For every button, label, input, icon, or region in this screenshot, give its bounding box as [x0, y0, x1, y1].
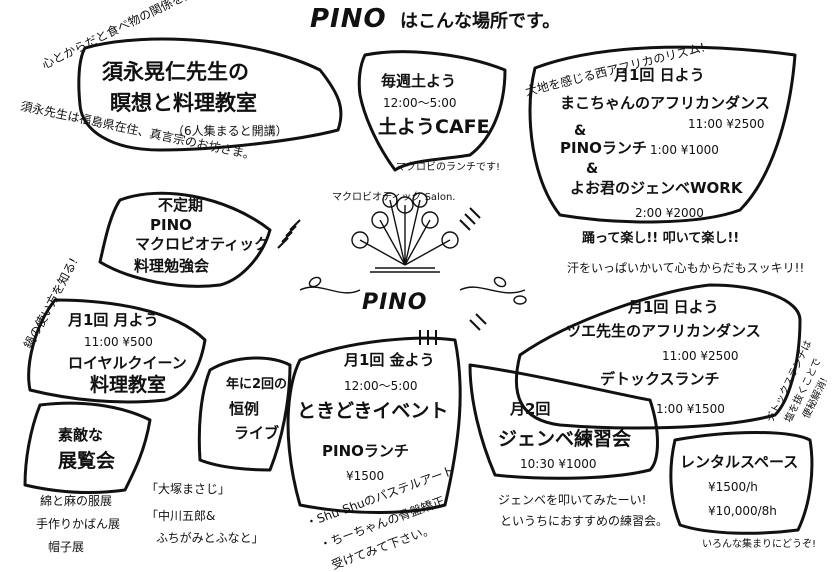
rental-detail2: ¥10,000/8h: [708, 504, 777, 518]
leaf-tsue: [514, 283, 802, 430]
exhibit-list3: 帽子展: [48, 540, 85, 554]
meditation-teacher: 須永晃仁先生の: [102, 60, 249, 84]
leaf-meditation: [77, 37, 343, 152]
african-line3-detail: 2:00 ¥2000: [635, 206, 704, 220]
african-amp2: &: [586, 161, 599, 177]
live-performer2: 「中川五郎&: [146, 509, 216, 523]
leaf-royal: [27, 298, 207, 404]
live-performer1: 「大塚まさじ」: [146, 482, 231, 496]
djembe-bottom2: というちにおすすめの練習会。: [500, 514, 669, 528]
african-line2-detail: 1:00 ¥1000: [650, 143, 719, 157]
center-plant-illustration: [351, 192, 459, 273]
event-price: ¥1500: [346, 469, 385, 483]
live-line3: ライブ: [234, 424, 280, 442]
rental-note: いろんな集まりにどうぞ!: [702, 539, 817, 550]
leaf-exhibit: [23, 401, 152, 494]
connector-dashes: [277, 207, 487, 345]
leaf-djembe: [468, 363, 659, 480]
rental-title: レンタルスペース: [680, 453, 799, 471]
djembe-schedule: 月2回: [510, 400, 551, 418]
african-line1: まこちゃんのアフリカンダンス: [560, 94, 770, 112]
event-lunch: PINOランチ: [322, 442, 409, 460]
center-pino-logo: PINO: [362, 290, 428, 315]
meditation-note: （6人集まると開講）: [172, 124, 288, 138]
tsue-title: ツエ先生のアフリカンダンス: [566, 322, 761, 340]
decorative-vines: [299, 276, 527, 305]
leaf-study: [98, 191, 272, 288]
tsue-lunch: デトックスランチ: [600, 370, 720, 388]
royal-detail: 11:00 ¥500: [84, 335, 153, 349]
leaf-cafe: [357, 50, 507, 172]
cafe-schedule: 毎週土よう: [381, 72, 457, 90]
rental-detail1: ¥1500/h: [708, 480, 758, 494]
royal-title1: ロイヤルクイーン: [68, 354, 187, 372]
african-line1-detail: 11:00 ¥2500: [688, 117, 765, 131]
royal-schedule: 月1回 月よう: [68, 311, 159, 329]
leaf-rental: [669, 431, 814, 535]
african-line3: よお君のジェンベWORK: [570, 179, 743, 197]
pino-logo-header: PINO: [310, 4, 387, 34]
djembe-detail: 10:30 ¥1000: [520, 457, 597, 471]
header-tagline: はこんな場所です。: [400, 11, 561, 32]
cafe-note: マクロビのランチです!: [396, 162, 501, 173]
study-pino: PINO: [150, 216, 192, 234]
royal-title2: 料理教室: [90, 374, 167, 396]
event-title: ときどきイベント: [297, 400, 449, 422]
study-title: 料理勉強会: [134, 257, 210, 275]
meditation-title: 瞑想と料理教室: [110, 91, 257, 115]
live-line1: 年に2回の: [226, 377, 288, 392]
leaf-live: [197, 356, 292, 472]
cafe-title: 土ようCAFE: [378, 116, 490, 138]
leaf-event: [286, 336, 462, 514]
djembe-title: ジェンベ練習会: [498, 428, 632, 450]
live-line2: 恒例: [229, 400, 260, 418]
exhibit-list2: 手作りかばん展: [36, 517, 121, 531]
event-time: 12:00〜5:00: [344, 379, 418, 393]
study-frequency: 不定期: [158, 196, 204, 214]
cafe-time: 12:00〜5:00: [383, 96, 457, 110]
tsue-detail: 11:00 ¥2500: [662, 349, 739, 363]
african-line2: PINOランチ: [560, 139, 647, 157]
leaf-african-dance: [528, 45, 797, 224]
djembe-bottom1: ジェンベを叩いてみたーい!: [498, 493, 647, 507]
african-bottom-note: 踊って楽し!! 叩いて楽し!!: [582, 231, 740, 246]
study-macrobiotic: マクロビオティック: [135, 235, 270, 253]
african-amp1: &: [574, 123, 587, 139]
african-bottom-note2: 汗をいっぱいかいて心もからだもスッキリ!!: [567, 261, 805, 275]
african-schedule: 月1回 日よう: [614, 66, 705, 84]
exhibit-list1: 綿と麻の服展: [40, 494, 113, 508]
center-salon-label: マクロビオティック Salon.: [332, 192, 456, 203]
exhibit-line2: 展覧会: [58, 450, 116, 472]
tsue-schedule: 月1回 日よう: [628, 298, 719, 316]
exhibit-line1: 素敵な: [58, 426, 104, 444]
live-performer3: ふちがみとふなと」: [156, 531, 264, 545]
event-schedule: 月1回 金よう: [344, 351, 435, 369]
tsue-detail2: 1:00 ¥1500: [656, 402, 725, 416]
